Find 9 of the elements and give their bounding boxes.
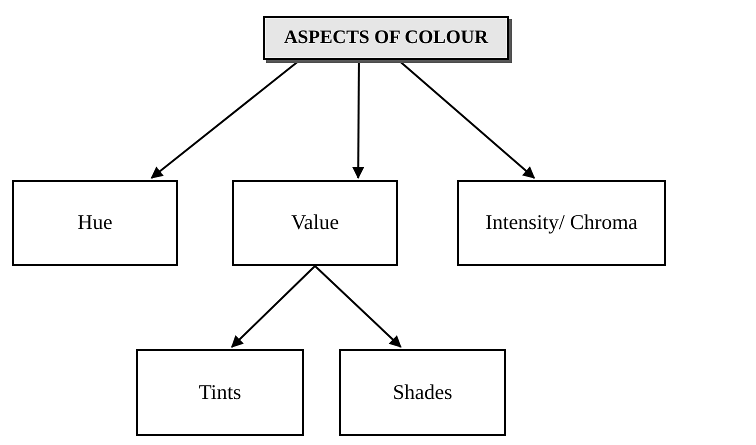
concept-box: Value (232, 180, 398, 266)
concept-box: Tints (136, 349, 304, 436)
arrow (231, 265, 316, 348)
concept-box: Shades (339, 349, 506, 436)
concept-box: Intensity/ Chroma (457, 180, 666, 266)
title-box: ASPECTS OF COLOUR (263, 16, 509, 60)
arrow (314, 265, 402, 348)
arrow (352, 60, 364, 179)
concept-box: Hue (12, 180, 178, 266)
